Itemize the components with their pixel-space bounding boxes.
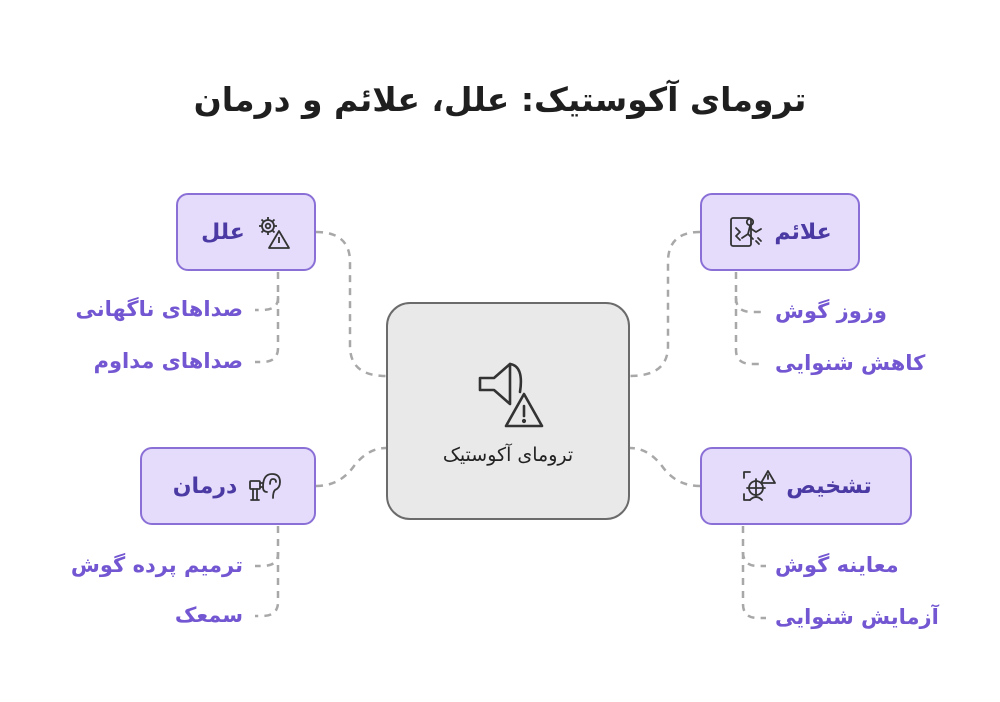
category-diagnosis-label: تشخیص: [786, 473, 872, 499]
category-causes-label: علل: [201, 219, 245, 245]
leaf-eardrum-repair: ترمیم پرده گوش: [70, 553, 243, 577]
category-treatment: درمان: [140, 447, 316, 525]
gear-warning-icon: [258, 217, 290, 249]
person-shock-icon: [730, 217, 763, 247]
hearing-aid-icon: [249, 473, 282, 501]
category-diagnosis: تشخیص: [700, 447, 912, 525]
category-symptoms: علائم: [700, 193, 860, 271]
leaf-ear-examination: معاینه گوش: [775, 553, 899, 577]
category-causes: علل: [176, 193, 316, 271]
category-treatment-label: درمان: [172, 473, 238, 499]
leaf-tinnitus: وزوز گوش: [775, 299, 887, 323]
leaf-hearing-test: آزمایش شنوایی: [775, 605, 939, 629]
center-label: ترومای آکوستیک: [442, 444, 574, 466]
exam-warning-icon: [743, 470, 777, 501]
center-node: ترومای آکوستیک: [386, 302, 630, 520]
page-title: ترومای آکوستیک: علل، علائم و درمان: [193, 80, 807, 119]
leaf-hearing-aid: سمعک: [174, 603, 243, 627]
category-symptoms-label: علائم: [774, 219, 832, 245]
leaf-hearing-loss: کاهش شنوایی: [775, 351, 926, 375]
leaf-continuous-noises: صداهای مداوم: [93, 349, 243, 373]
speaker-warning-icon: [478, 362, 544, 428]
leaf-sudden-noises: صداهای ناگهانی: [75, 297, 244, 321]
